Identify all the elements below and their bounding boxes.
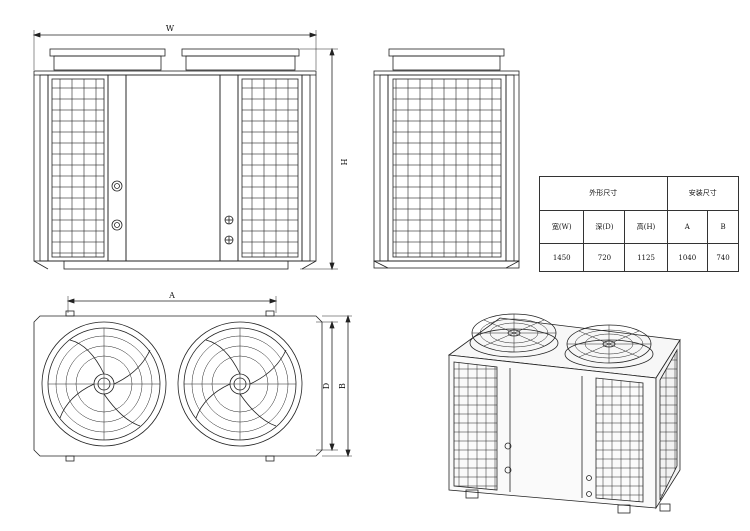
- header-height: 高(H): [624, 209, 668, 245]
- dim-label-d: D: [322, 383, 331, 389]
- header-width: 宽(W): [538, 209, 585, 245]
- header-b: B: [707, 209, 739, 245]
- group-outer-dimensions: 外形尺寸: [539, 176, 668, 211]
- value-height: 1125: [624, 243, 668, 272]
- header-depth: 深(D): [583, 209, 626, 245]
- front-view: [32, 30, 338, 271]
- group-install-dimensions: 安装尺寸: [666, 176, 740, 211]
- dim-label-b: B: [338, 383, 347, 389]
- dim-label-h: H: [339, 159, 348, 166]
- value-depth: 720: [583, 243, 626, 272]
- value-b: 740: [707, 243, 739, 272]
- top-view: [33, 296, 352, 462]
- dim-label-a: A: [168, 291, 175, 300]
- spec-table: 外形尺寸 安装尺寸 宽(W) 深(D) 高(H) A B 1450 720 11…: [538, 176, 740, 272]
- table-row: 宽(W) 深(D) 高(H) A B: [538, 209, 739, 245]
- value-a: 1040: [666, 243, 709, 272]
- table-row: 外形尺寸 安装尺寸: [539, 176, 740, 211]
- dim-label-w: W: [166, 24, 175, 33]
- side-view: [373, 48, 520, 269]
- isometric-view: [447, 313, 681, 514]
- table-row: 1450 720 1125 1040 740: [538, 243, 739, 272]
- header-a: A: [666, 209, 709, 245]
- value-width: 1450: [538, 243, 585, 272]
